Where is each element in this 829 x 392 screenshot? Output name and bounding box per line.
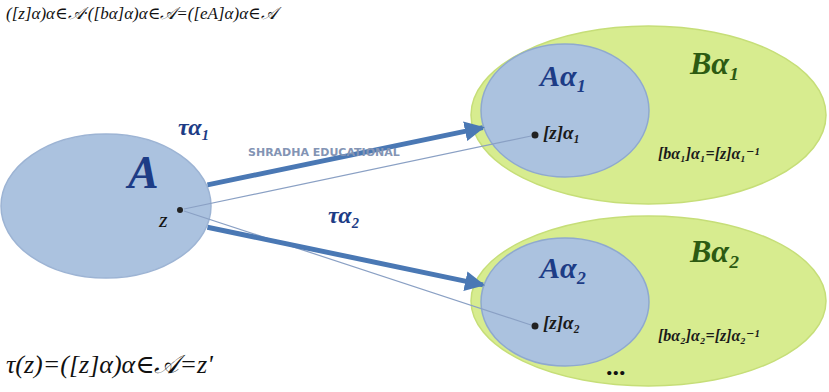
set-name: Aα₁ [540,59,587,94]
set-name: A [128,147,159,200]
ellipse-outline [0,133,212,279]
ellipsis-label: ... [606,352,626,382]
map-arrow [207,227,483,285]
map-arrow [207,128,482,185]
element-label: [bα₂]α₂=[z]α₂⁻¹ [658,327,759,345]
ellipse-region: Aα₁ [z]α₁ [480,43,650,178]
ellipse-region: A [0,133,212,279]
ellipse-region: Aα₂ [z]α₂ [480,237,650,367]
set-name: Bα₂ [690,233,740,270]
point-label: z [159,207,168,232]
leader-line [184,136,531,209]
map-label: τα₁ [176,114,212,142]
map-label: τα₂ [326,202,362,230]
ellipse-region: Bα₂ [bα₂]α₂=[z]α₂⁻¹ Aα₂ [z]α₂ [470,215,827,387]
set-name: Bα₁ [690,45,740,82]
watermark: SHRADHA EDUCATIONAL [248,147,400,160]
set-name: Aα₂ [540,251,587,286]
element-label: [z]α₂ [543,312,580,334]
ellipse-region: Bα₁ [bα₁]α₁=[z]α₁⁻¹ Aα₁ [z]α₁ [470,25,827,205]
equation-label: τ(z)=([z]α)α∈𝒜=z' [6,350,213,380]
element-label: [bα₁]α₁=[z]α₁⁻¹ [658,145,759,163]
element-label: [z]α₁ [543,122,580,144]
equation-label: ([z]α)α∈𝒜·([bα]α)α∈𝒜=([eA]α)α∈𝒜 [6,4,277,24]
